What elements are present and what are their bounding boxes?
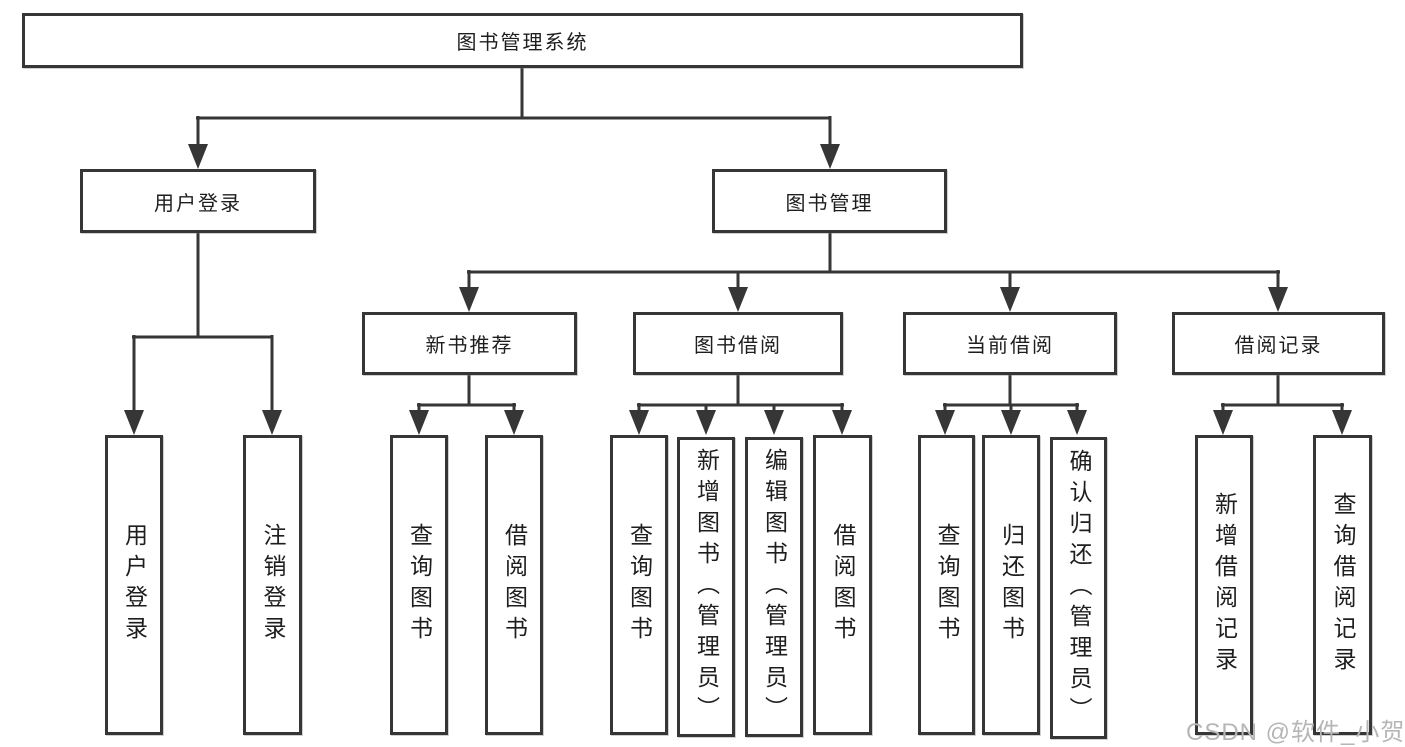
leaf-add-borrow-record: 新增借阅记录 — [1195, 435, 1253, 735]
node-root: 图书管理系统 — [22, 13, 1023, 68]
node-new-book-recommend: 新书推荐 — [362, 312, 577, 375]
node-current-borrow: 当前借阅 — [903, 312, 1117, 375]
node-borrow-record: 借阅记录 — [1172, 312, 1385, 375]
node-book-borrow: 图书借阅 — [633, 312, 843, 375]
leaf-logout: 注销登录 — [243, 435, 302, 735]
leaf-current-query-book: 查询图书 — [918, 435, 975, 735]
leaf-confirm-return-admin: 确认归还（管理员） — [1050, 437, 1107, 739]
leaf-borrow-book: 借阅图书 — [813, 435, 872, 735]
leaf-borrow-query-book: 查询图书 — [610, 435, 668, 735]
connector-segments — [132, 68, 1344, 414]
leaf-user-login: 用户登录 — [105, 435, 163, 735]
leaf-query-borrow-record: 查询借阅记录 — [1313, 435, 1372, 735]
arrowheads — [124, 144, 1352, 435]
leaf-return-book: 归还图书 — [982, 435, 1040, 735]
node-book-management: 图书管理 — [712, 169, 947, 233]
node-user-login: 用户登录 — [80, 169, 316, 233]
leaf-recommend-borrow-book: 借阅图书 — [485, 435, 543, 735]
leaf-add-book-admin: 新增图书（管理员） — [677, 437, 735, 737]
leaf-edit-book-admin: 编辑图书（管理员） — [745, 437, 803, 737]
leaf-recommend-query-book: 查询图书 — [390, 435, 448, 735]
watermark-text: CSDN @软件_小贺同学 — [1186, 719, 1405, 746]
